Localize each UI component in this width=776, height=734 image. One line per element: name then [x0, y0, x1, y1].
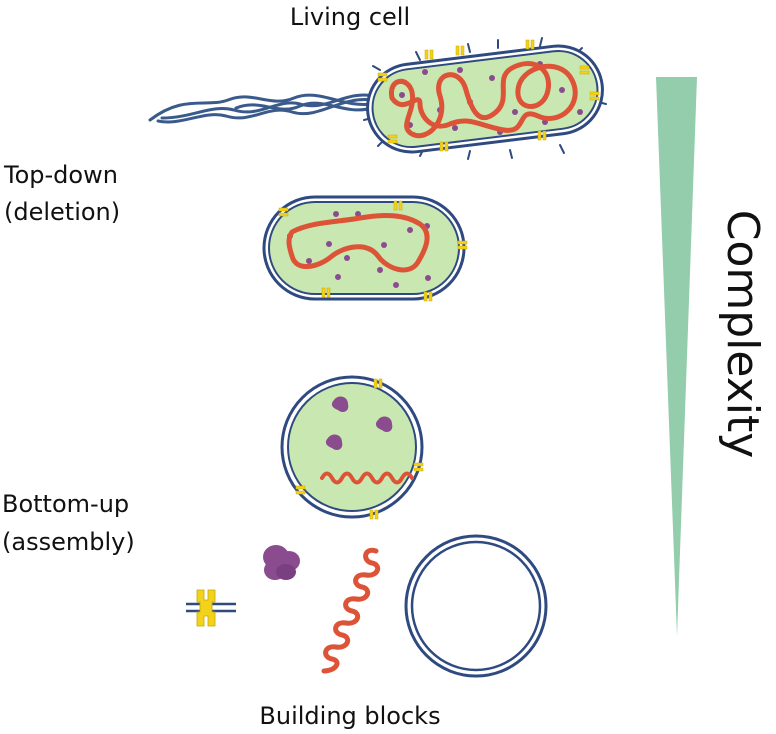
synthetic-cell-cytoplasm [287, 382, 417, 512]
flagella-icon [148, 93, 376, 124]
synthetic-cell-channels-icon [295, 378, 424, 520]
living-cell-dna [389, 61, 578, 139]
bottom-up-label: Bottom-up [2, 490, 129, 518]
synthetic-cell [280, 375, 424, 520]
minimal-cell [262, 195, 468, 302]
synthetic-cell-dna [320, 471, 414, 485]
minimal-cell-dna [286, 213, 430, 273]
living-cell-cytoplasm [371, 49, 599, 149]
synthetic-cell-proteins [325, 396, 393, 450]
complexity-wedge [656, 77, 697, 636]
bottom-up-sub-label: (assembly) [2, 528, 135, 556]
building-blocks [186, 534, 548, 678]
living-cell-channels-icon [377, 39, 600, 152]
living-cell [148, 37, 607, 160]
top-down-label: Top-down [3, 161, 118, 189]
top-down-sub-label: (deletion) [4, 198, 120, 226]
protein-icon [263, 545, 300, 580]
minimal-cell-channels-icon [278, 200, 468, 302]
complexity-label: Complexity [717, 210, 768, 459]
lipid-vesicle-inner [410, 540, 542, 672]
dna-strand-icon [321, 547, 381, 674]
building-blocks-label: Building blocks [259, 702, 440, 730]
living-cell-label: Living cell [290, 3, 410, 31]
membrane-channel-icon [186, 589, 236, 627]
